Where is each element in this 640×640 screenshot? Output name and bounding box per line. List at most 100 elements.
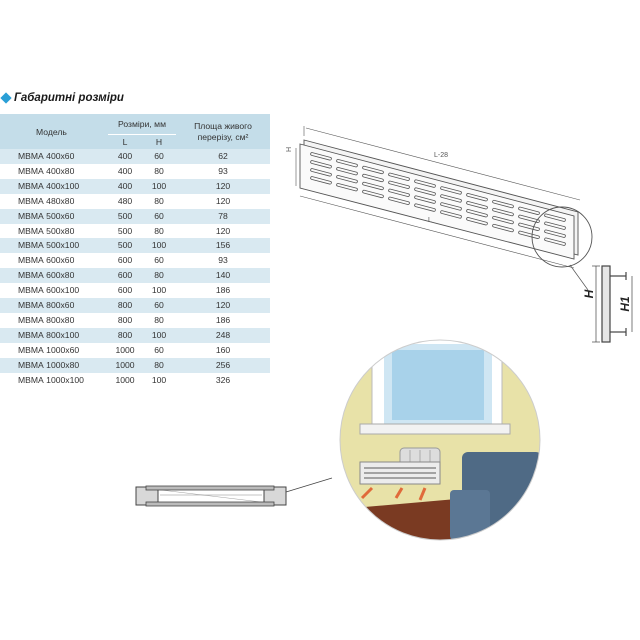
- cell-area: 156: [176, 238, 270, 254]
- cell-model: МВМА 800x60: [0, 298, 108, 313]
- grille-slot-inner: [519, 223, 539, 231]
- profile-section: [592, 265, 633, 343]
- cell-area: 120: [176, 223, 270, 239]
- cell-model: МВМА 500x60: [0, 208, 108, 224]
- cell-H: 100: [142, 327, 176, 343]
- grille-slot-inner: [441, 203, 461, 210]
- cell-L: 1000: [108, 357, 142, 373]
- cell-L: 800: [108, 298, 142, 313]
- cell-H: 100: [142, 178, 176, 194]
- wall-section-drawing: [135, 477, 333, 507]
- grille-slot-inner: [519, 207, 539, 215]
- installation-illustration: [340, 340, 540, 540]
- grille-slot-inner: [389, 173, 409, 181]
- grille-slot-inner: [467, 193, 487, 201]
- grille-slot-inner: [467, 201, 487, 209]
- cell-L: 400: [108, 163, 142, 179]
- cell-H: 80: [142, 312, 176, 328]
- cell-area: 120: [176, 298, 270, 313]
- grille-slot-inner: [441, 187, 461, 194]
- cell-H: 80: [142, 163, 176, 179]
- cell-area: 120: [176, 178, 270, 194]
- cell-area: 248: [176, 327, 270, 343]
- cell-model: МВМА 400x100: [0, 178, 108, 194]
- grille-slot-inner: [441, 195, 461, 202]
- grille-slot-inner: [311, 161, 331, 168]
- grille-slot-inner: [415, 204, 435, 211]
- cell-L: 600: [108, 268, 142, 284]
- label-L: L: [428, 217, 432, 224]
- grille-slot-inner: [363, 166, 383, 174]
- cell-area: 186: [176, 312, 270, 328]
- cell-area: 186: [176, 283, 270, 299]
- grille-slot-inner: [545, 214, 565, 222]
- cell-L: 500: [108, 223, 142, 239]
- grille-slot-inner: [415, 188, 435, 195]
- cell-L: 800: [108, 312, 142, 328]
- cell-H: 100: [142, 372, 176, 388]
- grille-slot-inner: [493, 208, 513, 216]
- cell-H: 100: [142, 283, 176, 299]
- cell-model: МВМА 600x80: [0, 268, 108, 284]
- cell-L: 1000: [108, 372, 142, 388]
- header-sizes: Розміри, мм: [108, 114, 176, 135]
- grille-slot-inner: [337, 183, 357, 191]
- cell-L: 500: [108, 238, 142, 254]
- cell-area: 78: [176, 208, 270, 224]
- cell-H: 60: [142, 342, 176, 358]
- cell-model: МВМА 400x60: [0, 149, 108, 164]
- cell-area: 120: [176, 193, 270, 209]
- cell-H: 60: [142, 149, 176, 164]
- grille-slot-inner: [545, 238, 565, 246]
- cell-model: МВМА 1000x100: [0, 372, 108, 388]
- grille-slot-inner: [545, 230, 565, 238]
- cell-L: 1000: [108, 342, 142, 358]
- dimensions-table: Модель Розміри, мм Площа живого перерізу…: [0, 114, 270, 388]
- cell-model: МВМА 500x80: [0, 223, 108, 239]
- header-H: H: [142, 134, 176, 149]
- cell-model: МВМА 1000x60: [0, 342, 108, 358]
- cell-area: 62: [176, 149, 270, 164]
- section-heading: Габаритні розміри: [0, 90, 124, 106]
- label-H1: H1: [618, 296, 632, 312]
- cell-H: 80: [142, 223, 176, 239]
- grille-slot-inner: [363, 182, 383, 190]
- grille-slot-inner: [441, 211, 461, 218]
- header-model: Модель: [0, 114, 108, 149]
- grille-slot-inner: [467, 217, 487, 225]
- cell-L: 500: [108, 208, 142, 224]
- grille-slot-inner: [311, 169, 331, 176]
- grille-slot-inner: [493, 216, 513, 224]
- cell-L: 600: [108, 253, 142, 269]
- grille-slot-inner: [467, 209, 487, 217]
- grille-slot-inner: [363, 190, 383, 198]
- cell-area: 140: [176, 268, 270, 284]
- cell-area: 160: [176, 342, 270, 358]
- grille-drawing: [295, 126, 593, 291]
- cell-model: МВМА 400x80: [0, 163, 108, 179]
- cell-H: 80: [142, 268, 176, 284]
- grille-slots: [310, 152, 566, 246]
- cell-H: 80: [142, 357, 176, 373]
- cell-model: МВМА 500x100: [0, 238, 108, 254]
- grille-slot-inner: [493, 200, 513, 208]
- cell-model: МВМА 600x60: [0, 253, 108, 269]
- grille-slot-inner: [337, 167, 357, 175]
- cell-H: 100: [142, 238, 176, 254]
- cell-area: 256: [176, 357, 270, 373]
- label-L-28: L-28: [434, 152, 448, 159]
- cell-model: МВМА 480x80: [0, 193, 108, 209]
